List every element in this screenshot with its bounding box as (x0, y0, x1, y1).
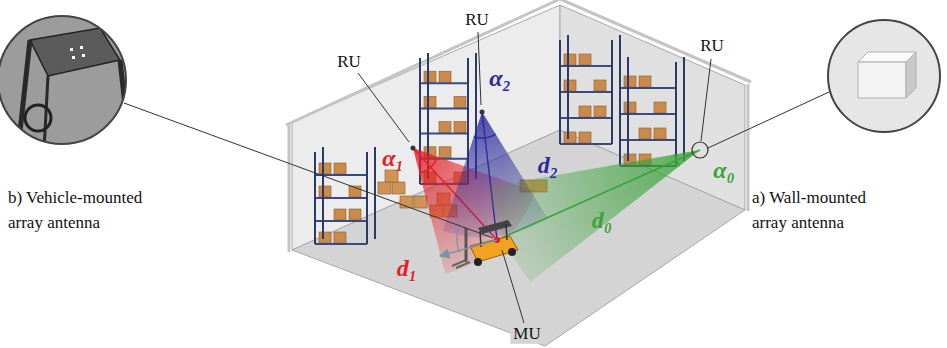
warehouse-room (286, 0, 751, 346)
angle-label: α₀ (713, 156, 735, 185)
storage-rack (560, 35, 620, 144)
cardboard-box (564, 132, 576, 143)
forklift-frame (506, 224, 507, 240)
rack-upright (675, 62, 677, 166)
cardboard-box (349, 209, 361, 220)
rack-shelf (560, 143, 612, 145)
ru-marker (480, 110, 485, 115)
array-element (80, 46, 83, 49)
leader-line (478, 32, 481, 105)
leader-line (502, 250, 524, 323)
antenna-box-side (906, 52, 916, 98)
wall-antenna-inset (820, 15, 947, 145)
wall-rim (286, 0, 751, 125)
rack-upright (314, 152, 316, 244)
storage-rack (620, 57, 684, 166)
rack-upright (322, 147, 324, 239)
cardboard-box (334, 209, 346, 220)
cardboard-box (594, 80, 606, 91)
distance-label: d₁ (397, 254, 417, 283)
array-element (82, 54, 85, 57)
floor (292, 130, 745, 346)
cardboard-box (624, 102, 636, 113)
forklift-wheel (474, 258, 482, 266)
leader-line (358, 73, 409, 142)
cardboard-box (319, 163, 331, 174)
rack-upright (559, 40, 561, 144)
distance-label: d₀ (592, 206, 612, 235)
ru-marker (692, 142, 708, 158)
cardboard-box (439, 122, 451, 133)
rack-upright (683, 57, 685, 161)
rack-upright (627, 57, 629, 161)
steering-wheel (25, 105, 51, 131)
mu-label: MU (510, 324, 543, 344)
ru-label: RU (337, 52, 361, 72)
inset-caption: b) Vehicle-mounted array antenna (8, 186, 168, 235)
storage-rack (315, 147, 375, 244)
cardboard-box (334, 232, 346, 243)
cardboard-box (594, 106, 606, 117)
cardboard-box (439, 147, 451, 158)
rack-upright (619, 62, 621, 166)
cardboard-box (378, 182, 391, 194)
cardboard-box (639, 128, 651, 139)
forklift-fork (456, 262, 470, 268)
distance-line (482, 112, 497, 240)
inset-ground (820, 15, 947, 145)
ru-label: RU (700, 36, 724, 56)
leader-line (701, 59, 711, 141)
rack-upright (611, 40, 613, 144)
distance-label: d₂ (538, 151, 558, 180)
cardboard-box (334, 163, 346, 174)
cardboard-box (424, 71, 436, 82)
cardboard-box (564, 54, 576, 65)
array-element (72, 56, 75, 59)
cardboard-box (454, 122, 466, 133)
cardboard-box (639, 76, 651, 87)
cardboard-box (424, 96, 436, 107)
forklift-wheel (508, 248, 516, 256)
cardboard-box (654, 102, 666, 113)
ru-marker (411, 146, 416, 151)
cardboard-box (454, 96, 466, 107)
cardboard-box (385, 170, 398, 182)
cardboard-box (579, 54, 591, 65)
heading-arrow (440, 240, 497, 256)
inset-ground (0, 10, 135, 150)
distance-line (497, 150, 700, 240)
wall-rim (747, 84, 750, 211)
inset-frame (0, 16, 126, 144)
vehicle-antenna-inset (0, 10, 135, 150)
cardboard-box (414, 196, 427, 208)
rack-upright (374, 147, 376, 239)
cardboard-box (439, 71, 451, 82)
ru-label: RU (465, 10, 489, 30)
angle-label: α₂ (489, 64, 511, 93)
cardboard-box (319, 186, 331, 197)
angle-label: α₁ (382, 144, 404, 173)
cardboard-box (564, 80, 576, 91)
wall-rim (288, 124, 291, 252)
leader-line (708, 92, 829, 148)
array-element (70, 48, 73, 51)
antenna-beam (488, 150, 700, 282)
cardboard-box (624, 76, 636, 87)
inset-frame (828, 20, 940, 132)
inset-caption: a) Wall-mounted array antenna (752, 186, 892, 235)
cardboard-box (319, 232, 331, 243)
cardboard-box (654, 128, 666, 139)
cardboard-box (579, 132, 591, 143)
rack-upright (366, 152, 368, 244)
rack-upright (567, 35, 569, 139)
antenna-box-front (858, 62, 906, 98)
leader-line (124, 103, 493, 238)
cab-post (44, 76, 48, 150)
rack-shelf (315, 243, 367, 245)
cardboard-box (579, 106, 591, 117)
forklift-mast (465, 228, 468, 262)
cardboard-box (392, 182, 405, 194)
